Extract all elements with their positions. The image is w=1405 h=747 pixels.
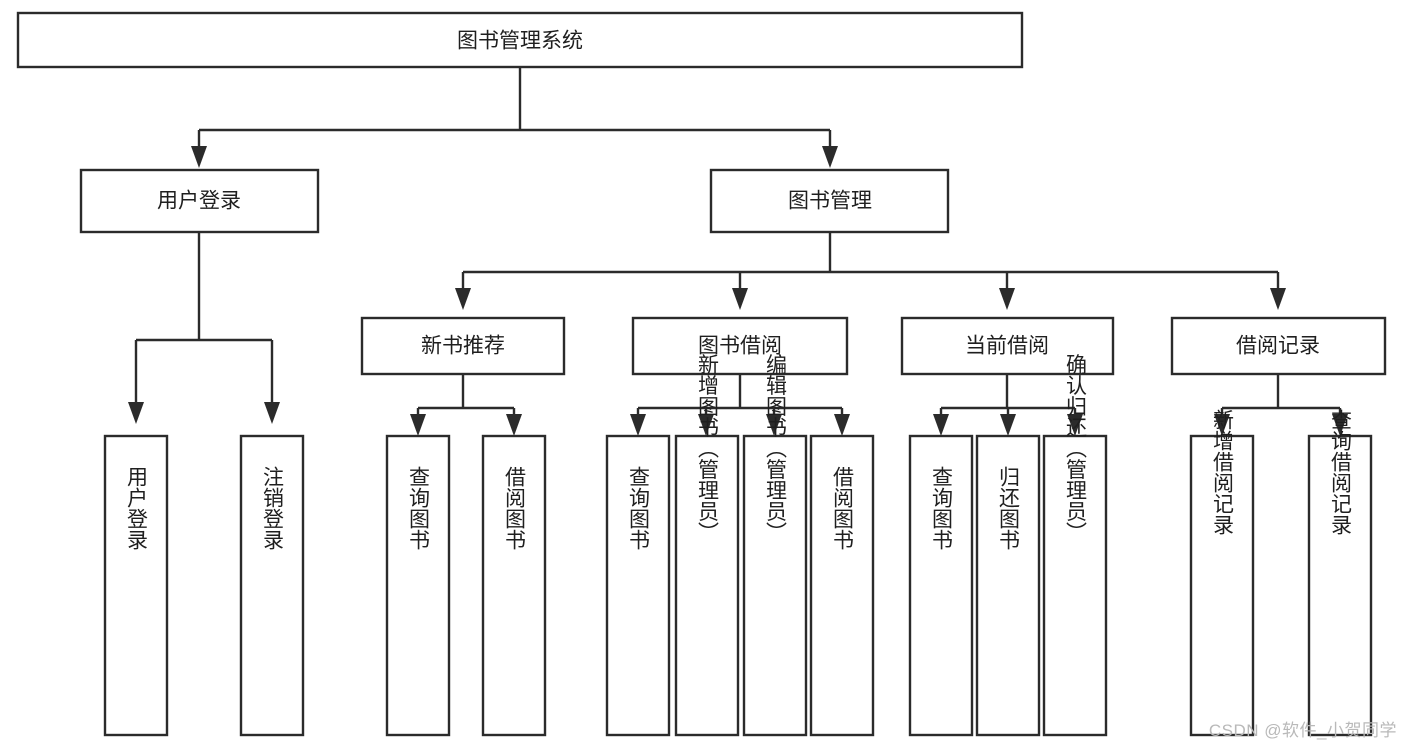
node-borrow-records-box[interactable] — [1170, 316, 1387, 376]
leaf-node[interactable]: 借阅图书 — [809, 434, 875, 737]
node-root-label: 图书管理系统 — [457, 30, 583, 53]
leaf-records-query-box[interactable] — [1307, 434, 1373, 737]
node-user-login[interactable]: 用户登录 — [79, 168, 320, 234]
leaf-recommend-borrow-book-box[interactable] — [481, 434, 547, 737]
arrow-head-leaf-logout — [264, 402, 280, 424]
leaf-borrow-add-book-box[interactable] — [674, 434, 740, 737]
leaf-user-login-label: 用户登录 — [125, 466, 149, 550]
leaf-current-return-book-label: 归还图书 — [997, 466, 1021, 550]
watermark-label: CSDN @软件_小贺同学 — [1208, 721, 1397, 740]
arrow-head-records — [1270, 288, 1286, 310]
arrow-head-current-leaf3 — [1067, 414, 1083, 436]
arrow-head-user-login — [191, 146, 207, 168]
leaf-records-query-label: 查询借阅记录 — [1329, 409, 1353, 535]
leaf-node[interactable]: 查询借阅记录 — [1307, 409, 1373, 737]
arrow-head-borrow — [732, 288, 748, 310]
arrow-head-current — [999, 288, 1015, 310]
arrow-head-records-leaf1 — [1214, 414, 1230, 436]
leaf-logout-box[interactable] — [239, 434, 305, 737]
leaf-current-return-book-box[interactable] — [975, 434, 1041, 737]
arrow-head-book-manage — [822, 146, 838, 168]
arrow-head-records-leaf2 — [1332, 414, 1348, 436]
node-current-borrow[interactable]: 当前借阅 — [900, 316, 1115, 376]
leaf-current-query-book-box[interactable] — [908, 434, 974, 737]
leaf-current-confirm-return-label: 确认归还（管理员） — [1064, 354, 1088, 543]
leaf-user-login-box[interactable] — [103, 434, 169, 737]
leaf-node[interactable]: 新增借阅记录 — [1189, 409, 1255, 737]
leaf-borrow-edit-book-label: 编辑图书（管理员） — [764, 354, 788, 543]
arrow-head-current-leaf2 — [1000, 414, 1016, 436]
node-book-management-label: 图书管理 — [788, 190, 872, 213]
arrow-head-borrow-leaf4 — [834, 414, 850, 436]
node-new-book-recommend-box[interactable] — [360, 316, 566, 376]
leaf-recommend-borrow-book-label: 借阅图书 — [503, 466, 527, 550]
leaf-recommend-query-book-label: 查询图书 — [407, 466, 431, 550]
leaf-borrow-borrow-book-box[interactable] — [809, 434, 875, 737]
leaf-node[interactable]: 新增图书（管理员） — [674, 354, 740, 737]
leaf-borrow-borrow-book-label: 借阅图书 — [831, 466, 855, 550]
leaf-node[interactable]: 查询图书 — [385, 434, 451, 737]
leaf-node[interactable]: 查询图书 — [605, 434, 671, 737]
leaf-records-add-box[interactable] — [1189, 434, 1255, 737]
leaf-node[interactable]: 确认归还（管理员） — [1042, 354, 1108, 737]
node-user-login-box[interactable] — [79, 168, 320, 234]
arrow-head-borrow-leaf1 — [630, 414, 646, 436]
node-borrow-records[interactable]: 借阅记录 — [1170, 316, 1387, 376]
leaf-node[interactable]: 编辑图书（管理员） — [742, 354, 808, 737]
leaf-node[interactable]: 注销登录 — [239, 434, 305, 737]
arrow-head-current-leaf1 — [933, 414, 949, 436]
node-borrow-records-label: 借阅记录 — [1236, 335, 1320, 358]
node-current-borrow-box[interactable] — [900, 316, 1115, 376]
node-book-borrow-box[interactable] — [631, 316, 849, 376]
node-user-login-label: 用户登录 — [157, 190, 241, 213]
leaf-node[interactable]: 查询图书 — [908, 434, 974, 737]
node-book-borrow[interactable]: 图书借阅 — [631, 316, 849, 376]
node-current-borrow-label: 当前借阅 — [965, 335, 1049, 358]
leaf-logout-label: 注销登录 — [261, 466, 285, 550]
leaf-borrow-edit-book-box[interactable] — [742, 434, 808, 737]
leaf-recommend-query-book-box[interactable] — [385, 434, 451, 737]
arrow-head-borrow-leaf3 — [766, 414, 782, 436]
arrow-head-leaf-user-login — [128, 402, 144, 424]
leaf-borrow-add-book-label: 新增图书（管理员） — [696, 354, 720, 543]
edges-group — [128, 67, 1348, 436]
leaf-records-add-label: 新增借阅记录 — [1211, 409, 1235, 535]
leaf-borrow-query-book-box[interactable] — [605, 434, 671, 737]
arrow-head-recommend-leaf1 — [410, 414, 426, 436]
node-book-borrow-label: 图书借阅 — [698, 335, 782, 358]
node-book-management[interactable]: 图书管理 — [709, 168, 950, 234]
node-root-box[interactable] — [16, 11, 1024, 69]
arrow-head-recommend — [455, 288, 471, 310]
leaf-borrow-query-book-label: 查询图书 — [627, 466, 651, 550]
leaf-node[interactable]: 归还图书 — [975, 434, 1041, 737]
leaf-current-confirm-return-box[interactable] — [1042, 434, 1108, 737]
arrow-head-recommend-leaf2 — [506, 414, 522, 436]
node-new-book-recommend-label: 新书推荐 — [421, 335, 505, 358]
leaf-node[interactable]: 用户登录 — [103, 434, 169, 737]
arrow-head-borrow-leaf2 — [698, 414, 714, 436]
leaf-node[interactable]: 借阅图书 — [481, 434, 547, 737]
node-new-book-recommend[interactable]: 新书推荐 — [360, 316, 566, 376]
node-book-management-box[interactable] — [709, 168, 950, 234]
leaf-current-query-book-label: 查询图书 — [930, 466, 954, 550]
node-root[interactable]: 图书管理系统 — [16, 11, 1024, 69]
